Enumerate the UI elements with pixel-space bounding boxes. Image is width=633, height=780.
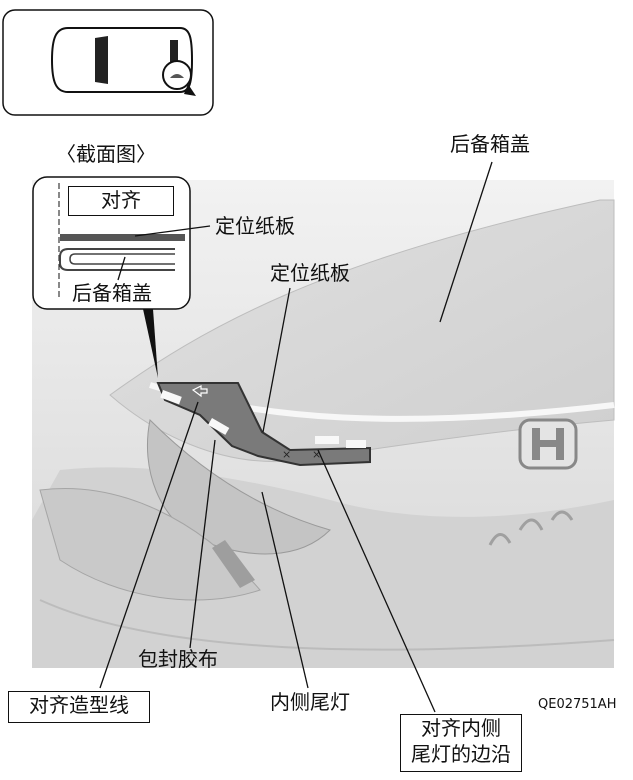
- leader-lines: [99, 161, 493, 713]
- label-align-inset: 对齐: [68, 186, 174, 216]
- label-positioning-board-main: 定位纸板: [270, 261, 350, 285]
- trim-lettering: [488, 510, 574, 546]
- label-trunk-lid-top: 后备箱盖: [450, 132, 530, 156]
- leader-trunk-lid-top: [439, 161, 493, 323]
- label-inner-tail-light: 内侧尾灯: [270, 690, 350, 714]
- leader-inner-tail-light: [261, 491, 309, 689]
- tape-strip-2: [207, 418, 230, 435]
- label-trunk-lid-inset: 后备箱盖: [72, 281, 152, 305]
- bumper-line: [39, 599, 615, 651]
- inner-tail-light-shape: [146, 418, 331, 555]
- tape-strip-4: [346, 440, 366, 448]
- board-mark-x1: ×: [282, 448, 291, 461]
- label-align-edge: 对齐内侧 尾灯的边沿: [400, 714, 522, 772]
- label-align-edge-line1: 对齐内侧: [421, 716, 501, 740]
- location-thumbnail: [2, 9, 214, 116]
- board-arrow: [191, 385, 208, 398]
- brand-emblem: [518, 418, 578, 470]
- label-section-view: 〈截面图〉: [56, 142, 156, 166]
- reflector: [212, 540, 255, 588]
- leader-wrap-tape: [189, 439, 216, 649]
- tape-strip-1: [160, 390, 182, 405]
- leader-align-styling-line: [99, 401, 199, 689]
- leader-positioning-board-main: [262, 287, 291, 433]
- label-wrap-tape: 包封胶布: [138, 647, 218, 671]
- leader-trunk-lid-inset: [117, 256, 126, 281]
- label-positioning-board-inset: 定位纸板: [215, 214, 295, 238]
- label-align-styling-line: 对齐造型线: [8, 691, 150, 723]
- figure-code: QE02751AH: [538, 697, 617, 712]
- outer-tail-light-shape: [39, 488, 261, 601]
- leader-positioning-board-inset: [134, 225, 211, 237]
- tape-strip-3: [315, 436, 339, 444]
- board-mark-x2: ×: [312, 448, 321, 461]
- label-align-edge-line2: 尾灯的边沿: [411, 742, 511, 766]
- leader-align-edge: [317, 449, 436, 713]
